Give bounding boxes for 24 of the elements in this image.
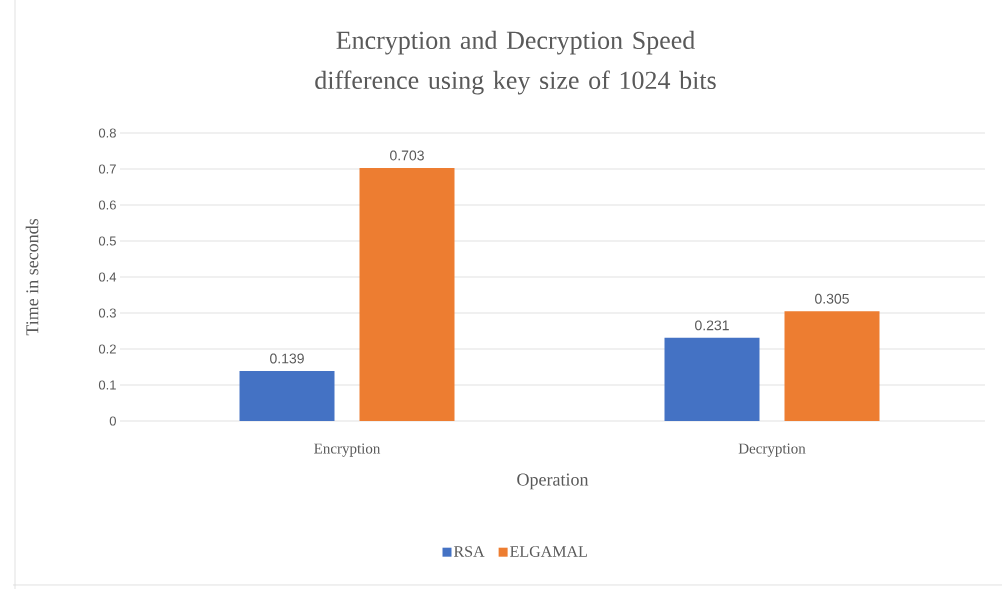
y-axis-title: Time in seconds <box>25 218 39 336</box>
y-tick-label: 0.8 <box>98 128 116 138</box>
data-label: 0.703 <box>390 150 424 161</box>
data-label: 0.231 <box>695 320 729 331</box>
bar <box>784 311 880 421</box>
x-tick-label: Encryption <box>314 443 381 457</box>
y-tick-label: 0.7 <box>98 164 116 174</box>
bar <box>239 370 335 421</box>
y-tick-label: 0.3 <box>98 308 116 318</box>
data-label: 0.305 <box>815 293 849 304</box>
y-tick-label: 0.1 <box>98 380 116 390</box>
bar <box>664 337 760 421</box>
x-tick-label: Decryption <box>738 443 806 457</box>
x-axis-title: Operation <box>517 473 589 490</box>
legend-label: RSA <box>453 546 485 557</box>
y-tick-label: 0.2 <box>98 344 116 354</box>
y-tick-label: 0.4 <box>98 272 117 282</box>
legend-label: ELGAMAL <box>510 546 587 557</box>
y-tick-label: 0.6 <box>98 200 116 210</box>
y-tick-label: 0.5 <box>98 236 116 246</box>
data-label: 0.139 <box>270 353 304 364</box>
bar <box>359 167 455 421</box>
chart-title: Encryption and Decryption Speed difference using key size of 1024 bits <box>315 30 716 95</box>
y-tick-label: 0 <box>109 416 116 426</box>
